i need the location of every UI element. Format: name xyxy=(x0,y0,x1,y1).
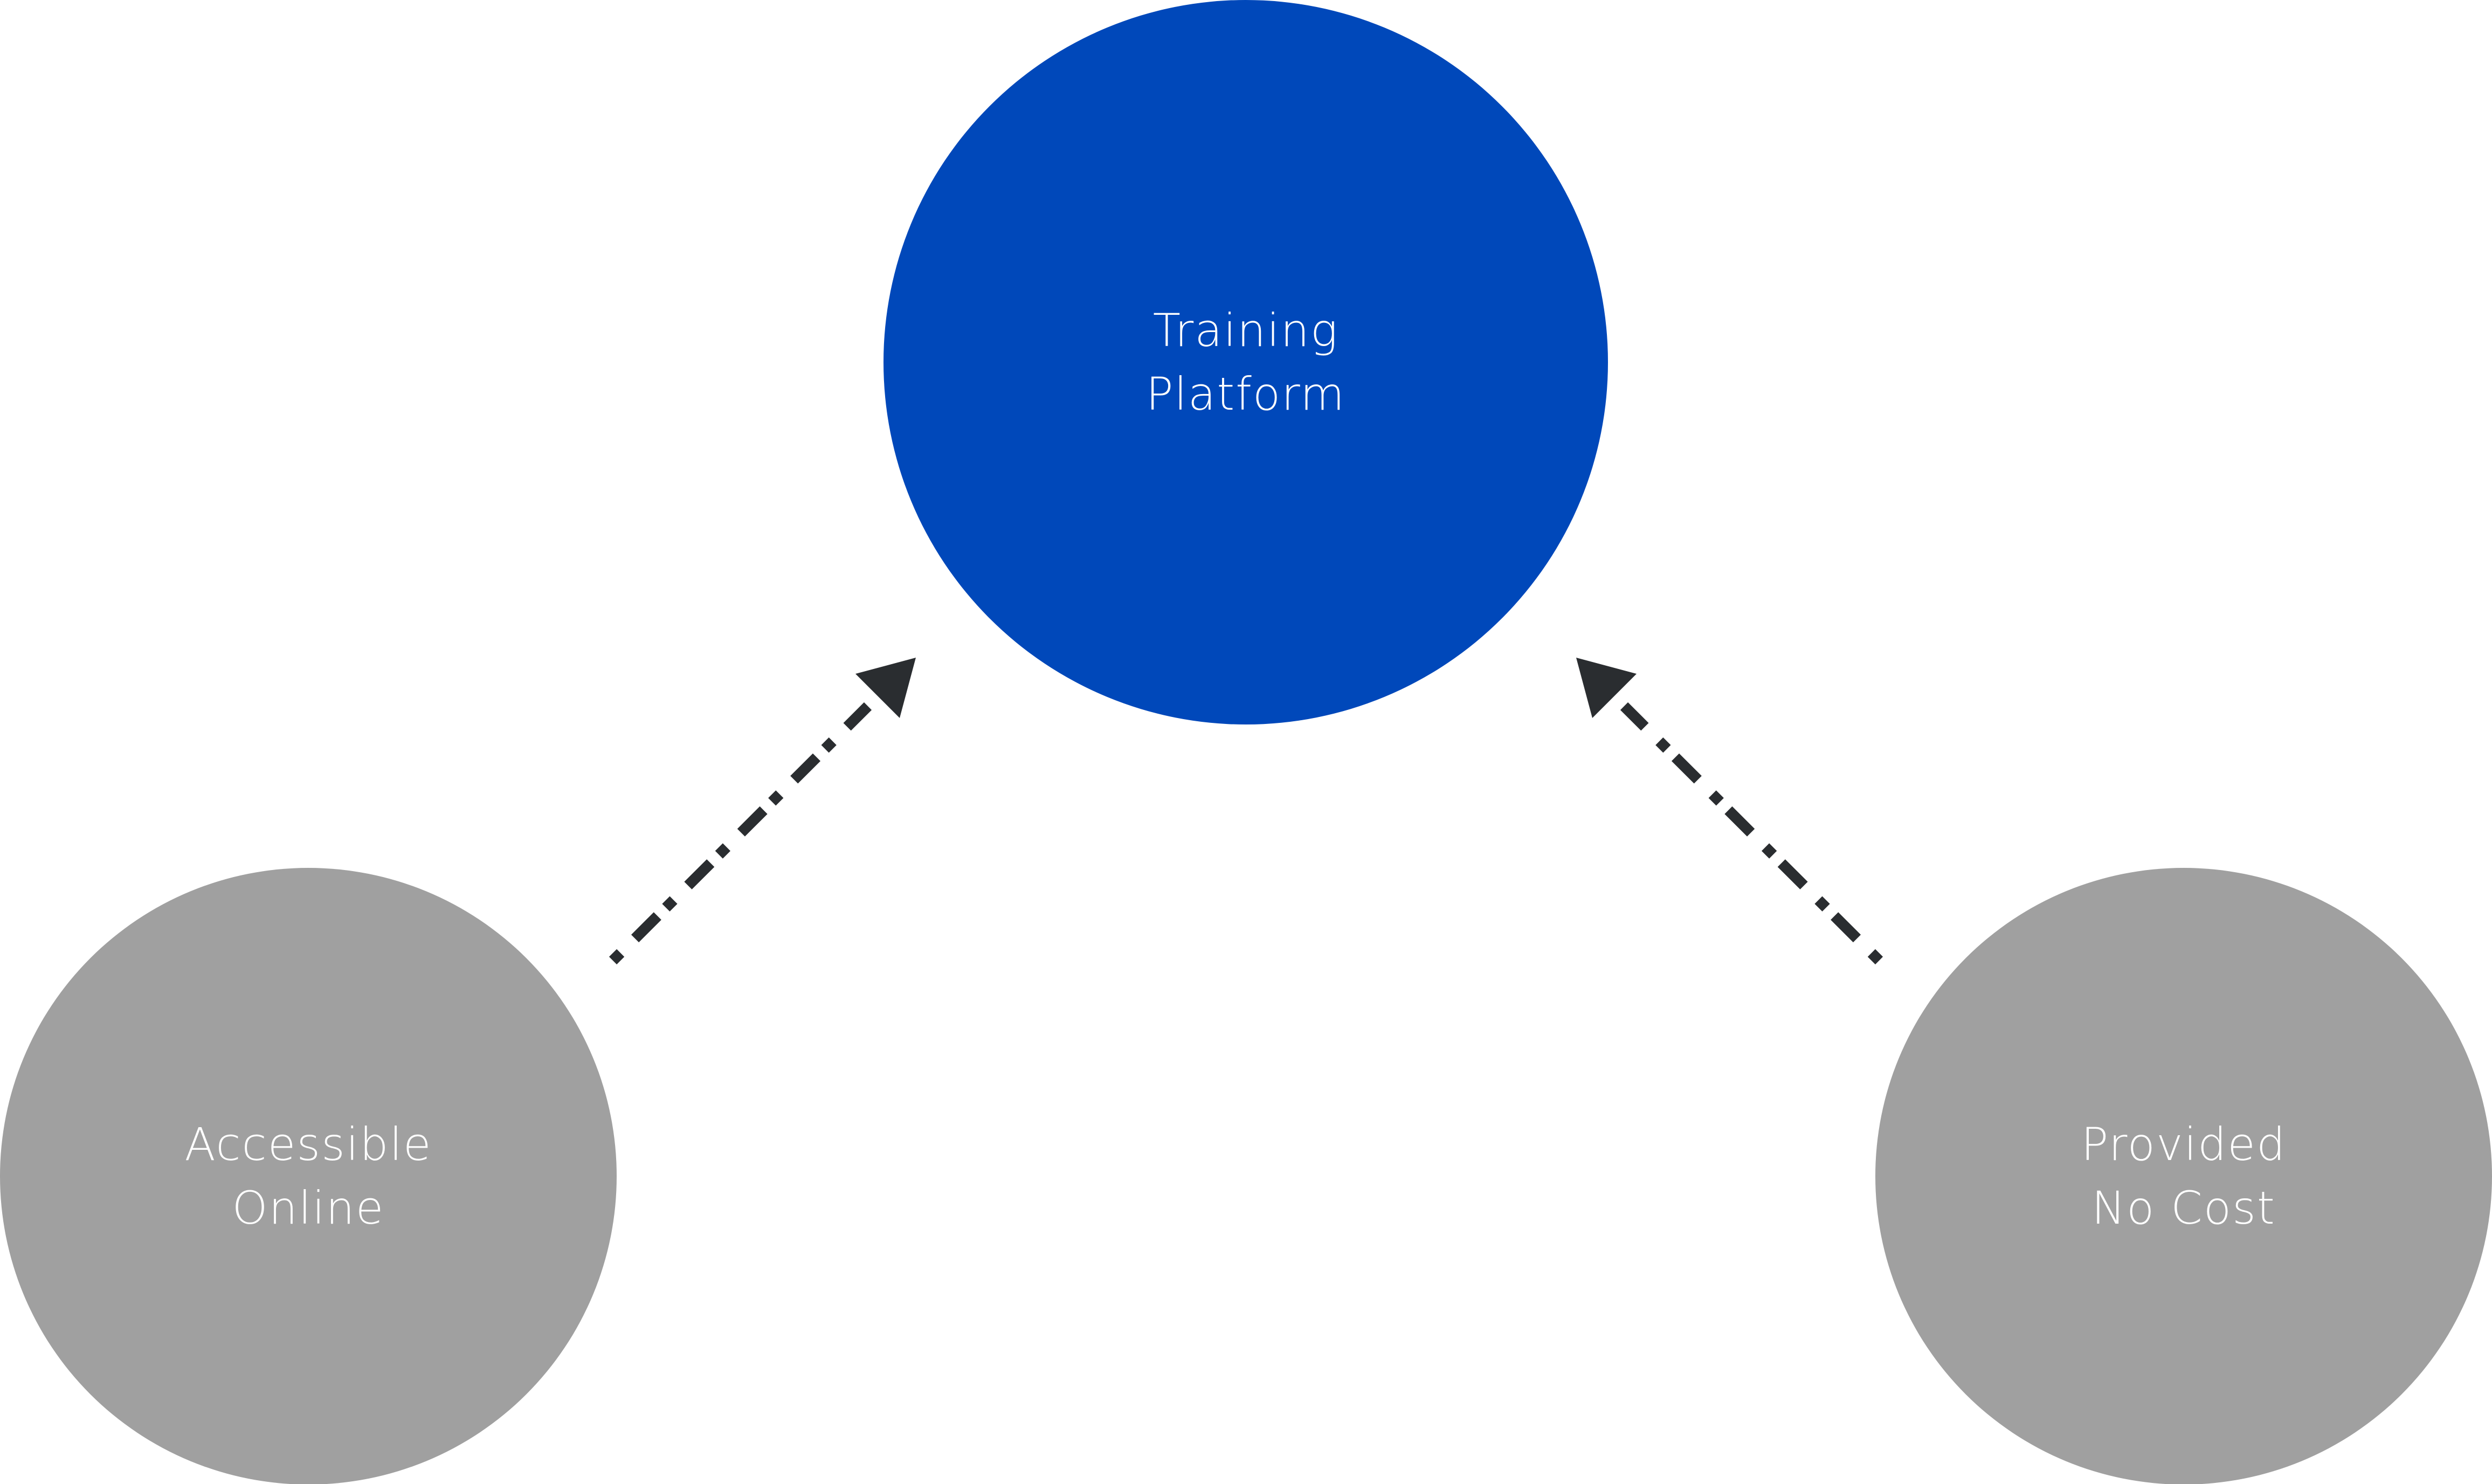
left-arrow-dashed-line xyxy=(609,702,872,965)
label-line: Training xyxy=(1152,304,1339,357)
accessible-online-node xyxy=(0,868,617,1484)
left-arrow xyxy=(609,658,916,965)
provided-no-cost-node xyxy=(1875,868,2492,1484)
provided-no-cost-label: Provided No Cost xyxy=(2081,1113,2287,1240)
training-platform-label: Training Platform xyxy=(1146,299,1345,426)
label-line: Platform xyxy=(1145,368,1346,420)
label-line: Accessible xyxy=(184,1118,432,1171)
right-arrow xyxy=(1576,658,1883,965)
accessible-online-label: Accessible Online xyxy=(184,1113,432,1240)
label-line: Provided xyxy=(2081,1118,2287,1171)
right-arrowhead-icon xyxy=(1576,658,1637,718)
training-platform-node xyxy=(883,0,1608,724)
label-line: Online xyxy=(232,1182,385,1234)
left-arrowhead-icon xyxy=(855,658,916,718)
right-arrow-dashed-line xyxy=(1620,702,1883,965)
label-line: No Cost xyxy=(2091,1182,2276,1234)
